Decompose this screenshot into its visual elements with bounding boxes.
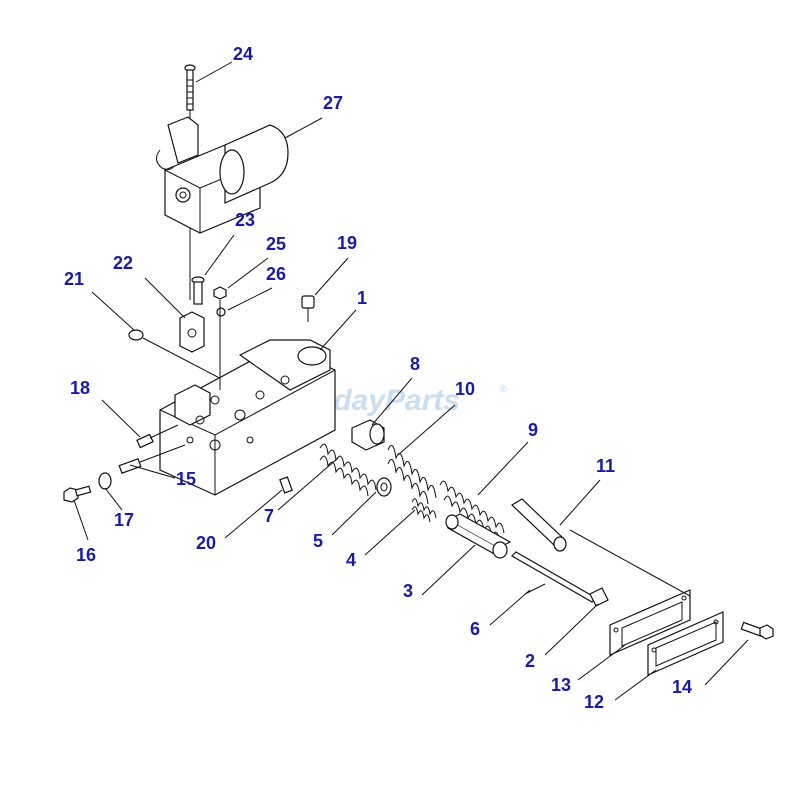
part-16-bolt [63, 485, 92, 503]
leader-lines [73, 61, 749, 701]
part-22-bracket [179, 311, 205, 353]
part-20-pin [279, 476, 293, 494]
callout-1: 1 [357, 288, 367, 308]
part-26-ball [216, 307, 226, 317]
part-13-gasket [609, 589, 691, 656]
watermark-mark: ® [500, 384, 507, 394]
part-19-breather [301, 295, 315, 322]
callout-23: 23 [235, 210, 255, 230]
callout-18: 18 [70, 378, 90, 398]
callout-24: 24 [233, 44, 253, 64]
callout-13: 13 [551, 675, 571, 695]
callout-6: 6 [470, 619, 480, 639]
part-23-pin [191, 276, 205, 305]
callout-labels: 24 27 23 25 19 22 21 26 1 8 10 18 9 11 1… [64, 44, 692, 712]
callout-2: 2 [525, 651, 535, 671]
part-4-spring [411, 498, 437, 523]
callout-14: 14 [672, 677, 692, 697]
callout-5: 5 [313, 531, 323, 551]
callout-19: 19 [337, 233, 357, 253]
callout-12: 12 [584, 692, 604, 712]
part-6-pin [524, 583, 546, 595]
part-12-cover-plate [647, 611, 724, 676]
callout-3: 3 [403, 581, 413, 601]
callout-20: 20 [196, 533, 216, 553]
callout-7: 7 [264, 506, 274, 526]
callout-15: 15 [176, 469, 196, 489]
part-11-sleeve [511, 498, 567, 552]
callout-26: 26 [266, 264, 286, 284]
part-1-valve-body [159, 300, 336, 496]
callout-11: 11 [596, 456, 615, 476]
callout-16: 16 [76, 545, 96, 565]
part-8-spool [351, 419, 385, 451]
callout-9: 9 [528, 420, 538, 440]
part-2-rod [511, 551, 609, 607]
part-25-nut [213, 286, 227, 300]
callout-21: 21 [64, 269, 84, 289]
callout-27: 27 [323, 93, 343, 113]
callout-10: 10 [455, 379, 475, 399]
part-17-o-ring [98, 472, 112, 490]
part-5-retainer [376, 477, 392, 497]
part-14-bolt [740, 621, 774, 640]
callout-8: 8 [410, 354, 420, 374]
part-10-spring [387, 445, 437, 505]
part-27-solenoid-valve [156, 116, 289, 234]
callout-25: 25 [266, 234, 286, 254]
part-15-pin [118, 444, 186, 474]
part-18-bolt [136, 424, 179, 449]
part-3-spool [445, 513, 512, 559]
part-7-spring [319, 443, 377, 497]
callout-17: 17 [114, 510, 134, 530]
callout-22: 22 [113, 253, 133, 273]
callout-4: 4 [346, 550, 356, 570]
